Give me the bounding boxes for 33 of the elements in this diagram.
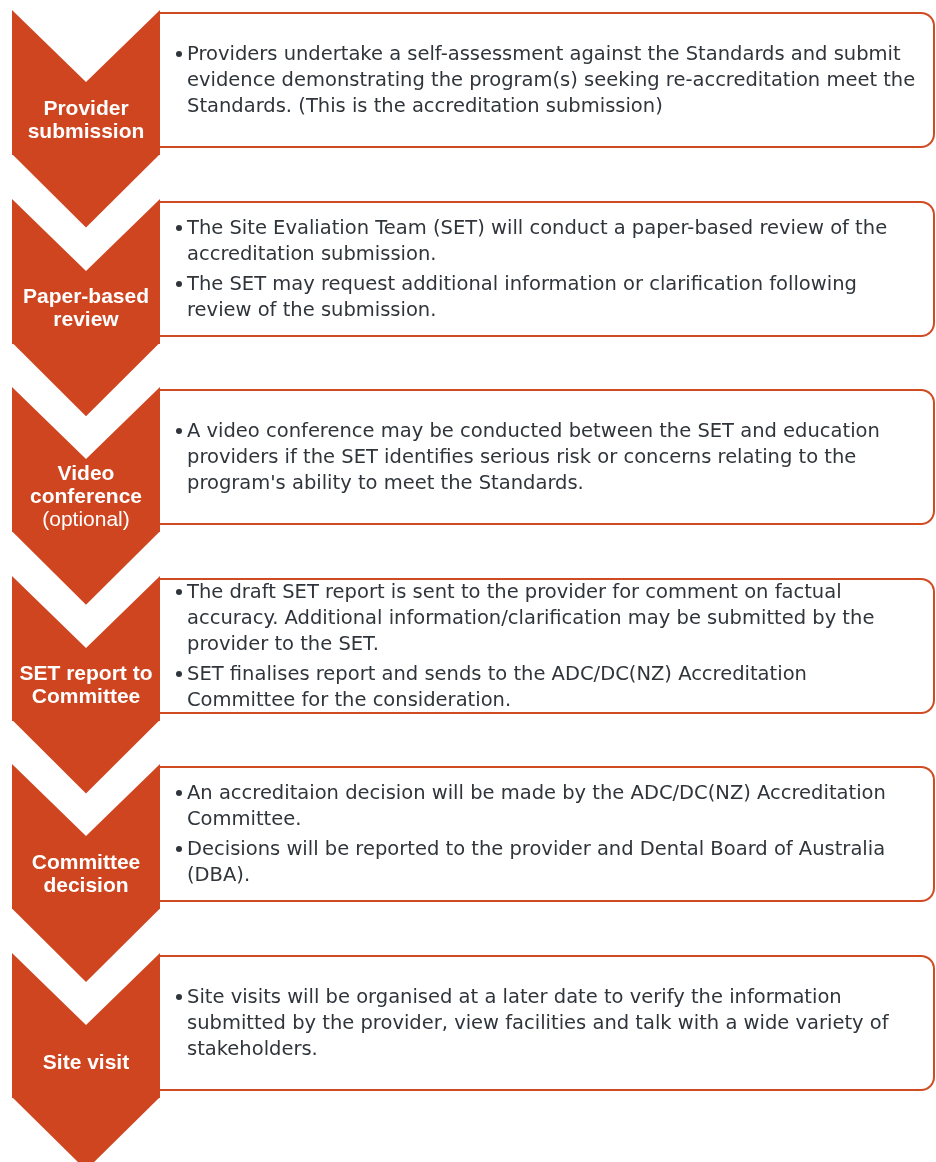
step-shape (12, 198, 160, 344)
step-label: (optional) (41, 507, 131, 531)
step-label: Video conference (28, 461, 143, 508)
flow-arrow (12, 1097, 160, 1162)
bullet-text: The Site Evaliation Team (SET) will conduct a paper-based review of the accreditation submission. (187, 214, 889, 267)
bullet-text: Site visits will be organised at a later date to verify the information submitted by the provider, view facilities and talk with a wide variety of stakeholders. (187, 984, 890, 1062)
flow-arrow (12, 908, 160, 982)
step-label: Committee decision (30, 849, 142, 896)
flow-arrow (12, 531, 160, 605)
bullet-text: The draft SET report is sent to the provider for comment on factual accuracy. Additional information/clarification may be submitted by the provider to the SET. (187, 578, 876, 657)
description-box (160, 577, 935, 714)
description-box (160, 766, 935, 903)
description-box (160, 200, 935, 337)
step-shape (12, 764, 160, 910)
step-label: Paper-based review (21, 284, 151, 331)
step-shape (12, 10, 160, 155)
bullet-text: An accreditaion decision will be made by the ADC/DC(NZ) Accreditation Committee. (187, 780, 887, 833)
bullet-text: Providers undertake a self-assessment against the Standards and submit evidence demonstrating the program(s) seeking re-accreditation meet the Standards. (This is the accreditation submission) (187, 41, 917, 119)
step-label: Site visit (41, 1050, 131, 1073)
flow-arrow (12, 154, 160, 228)
step-shape (12, 387, 160, 533)
description-box (160, 955, 935, 1091)
step-label: SET report to Committee (18, 661, 154, 708)
flow-arrow (12, 342, 160, 417)
bullet-text: SET finalises report and sends to the ADC/DC(NZ) Accreditation Committee for the consideration. (187, 660, 808, 713)
bullet-text: A video conference may be conducted between the SET and education providers if the SET identifies serious risk or concerns relating to the program's ability to meet the Standards. (187, 418, 881, 497)
description-box (160, 389, 935, 526)
flow-arrow (12, 719, 160, 794)
step-label: Provider submission (26, 95, 146, 142)
description-box (160, 12, 935, 148)
bullet-text: The SET may request additional information or clarification following review of the submission. (187, 270, 858, 323)
step-shape (12, 575, 160, 721)
bullet-text: Decisions will be reported to the provider and Dental Board of Australia (DBA). (187, 836, 887, 889)
